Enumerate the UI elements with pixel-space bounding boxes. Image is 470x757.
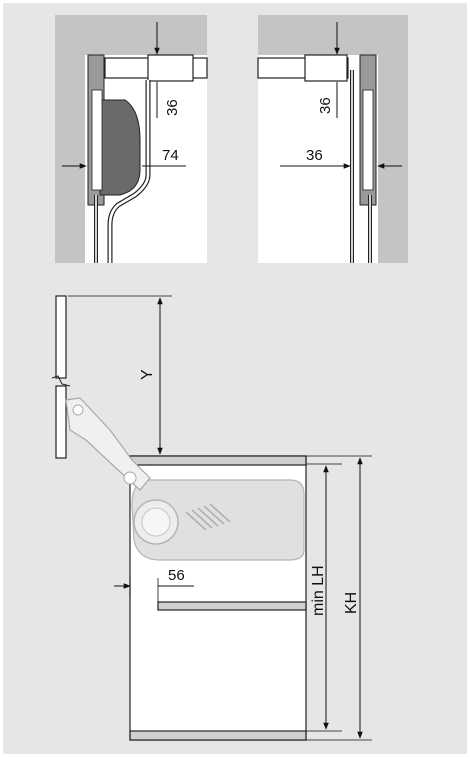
detail-left-dim-horizontal-label: 74 xyxy=(162,147,179,164)
door-lower-part xyxy=(55,385,67,459)
dim-shelf-offset-label: 56 xyxy=(168,567,185,584)
dim-y-label: Y xyxy=(139,369,156,380)
dim-min-lh-label: min LH xyxy=(310,565,327,616)
detail-right-rail-block xyxy=(304,54,348,82)
cabinet-shelf xyxy=(157,601,307,611)
main-view: Y 56 min LH KH xyxy=(51,295,372,741)
detail-left-top-panel xyxy=(55,15,207,55)
detail-left-dim-vertical-label: 36 xyxy=(164,99,181,116)
detail-right-dim-horizontal-label: 36 xyxy=(306,147,323,164)
lift-arm-linkage xyxy=(65,397,151,491)
detail-right-spring xyxy=(362,89,374,191)
lift-mechanism-housing xyxy=(131,479,305,561)
detail-left-mechanism-body xyxy=(99,99,141,196)
cabinet-bottom-panel xyxy=(129,730,307,741)
detail-left-section: 36 74 xyxy=(55,15,208,263)
detail-right-section: 36 36 xyxy=(257,15,408,263)
detail-right-dim-vertical-label: 36 xyxy=(317,97,334,114)
door-break-mark xyxy=(51,375,71,387)
detail-right-inner xyxy=(258,55,378,263)
detail-left-spring xyxy=(91,89,103,191)
detail-left-rail-block xyxy=(147,54,194,82)
cabinet-top-panel xyxy=(129,455,307,466)
dim-kh-label: KH xyxy=(343,592,360,614)
detail-right-side-panel xyxy=(378,15,408,263)
detail-left-side-panel xyxy=(55,15,85,263)
detail-right-top-panel xyxy=(258,15,408,55)
lift-mechanism-vents xyxy=(185,503,231,531)
door-upper-part xyxy=(55,295,67,379)
